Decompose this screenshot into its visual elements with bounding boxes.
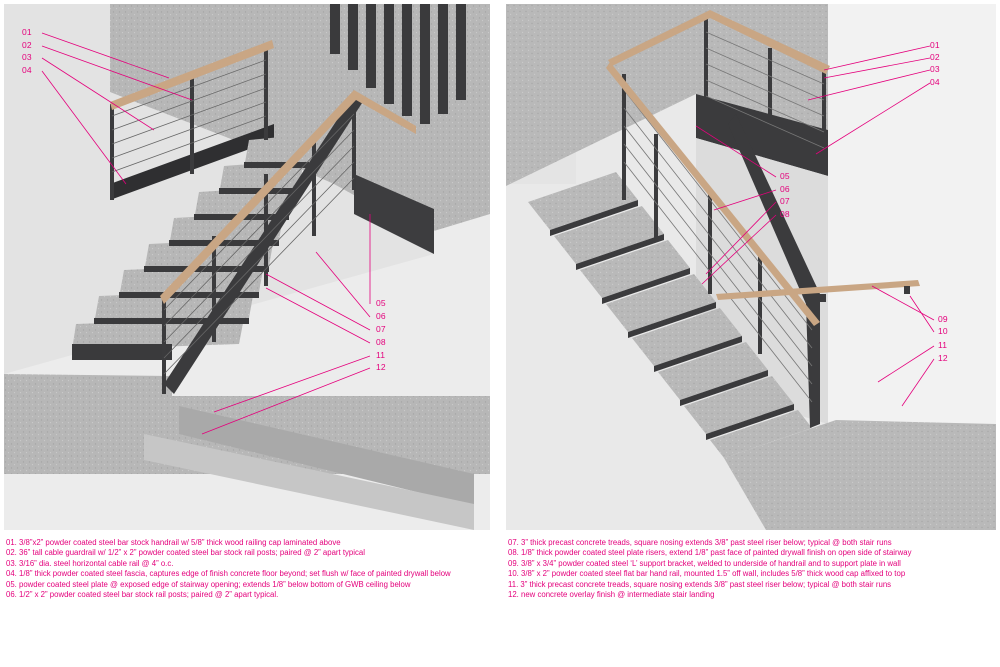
steel-plate-opening — [354, 174, 434, 254]
note-08: 08. 1/8” thick powder coated steel plate… — [508, 548, 912, 558]
upper-floor-slab-right — [506, 4, 828, 186]
callout-07: 07 — [780, 196, 790, 206]
wood-railing-cap-top-right — [608, 10, 830, 74]
callout-04: 04 — [930, 77, 940, 87]
note-03: 03. 3/16” dia. steel horizontal cable ra… — [6, 558, 174, 568]
note-10: 10. 3/8” x 2” powder coated steel flat b… — [508, 569, 906, 579]
upper-floor-slab — [110, 4, 490, 234]
landing-slab-right — [724, 420, 996, 530]
callout-12: 12 — [938, 353, 948, 363]
callout-08: 08 — [376, 337, 386, 347]
callout-06: 06 — [780, 184, 790, 194]
callout-04: 04 — [22, 65, 32, 75]
stair-rendering-right: 01 02 03 04 05 06 07 08 09 10 11 12 — [506, 4, 996, 530]
stair-rendering-left: 01 02 03 04 05 06 07 08 11 12 — [4, 4, 490, 530]
callout-11: 11 — [938, 340, 947, 350]
note-11: 11. 3” thick precast concrete treads, sq… — [508, 579, 892, 589]
wood-railing-cap-upper — [110, 40, 274, 110]
note-07: 07. 3” thick precast concrete treads, sq… — [508, 538, 892, 547]
note-06: 06. 1/2” x 2” powder coated steel bar st… — [6, 590, 279, 600]
callout-02: 02 — [930, 52, 940, 62]
note-02: 02. 36” tall cable guardrail w/ 1/2” x 2… — [6, 548, 365, 558]
support-brackets — [820, 286, 910, 302]
wood-railing-cap-stair-right — [606, 62, 820, 326]
top-guardrail-right — [704, 16, 826, 174]
note-12: 12. new concrete overlay finish @ interm… — [508, 590, 715, 600]
stair-rendering-right-svg: 01 02 03 04 05 06 07 08 09 10 11 12 — [506, 4, 996, 530]
callout-02: 02 — [22, 40, 32, 50]
notes-list-right: 07. 3” thick precast concrete treads, sq… — [508, 538, 996, 600]
stair-run-lower — [144, 406, 474, 530]
callout-01: 01 — [22, 27, 32, 37]
note-05: 05. powder coated steel plate @ exposed … — [6, 579, 411, 589]
callout-07: 07 — [376, 324, 386, 334]
callout-08: 08 — [780, 209, 790, 219]
note-04: 04. 1/8” thick powder coated steel fasci… — [6, 569, 451, 579]
note-01: 01. 3/8”x2” powder coated steel bar stoc… — [6, 538, 341, 547]
wood-railing-cap-stair — [160, 90, 416, 304]
upper-guardrail — [110, 46, 268, 200]
wall-handrail — [716, 280, 920, 300]
stair-treads-right — [528, 172, 812, 458]
leader-lines-left — [41, 32, 371, 435]
stair-guardrail — [162, 98, 356, 394]
callout-06: 06 — [376, 311, 386, 321]
callout-labels-right: 01 02 03 04 05 06 07 08 09 10 11 12 — [780, 40, 948, 363]
note-09: 09. 3/8” x 3/4” powder coated steel ‘L’ … — [508, 558, 901, 568]
stair-rendering-left-svg: 01 02 03 04 05 06 07 08 11 12 — [4, 4, 490, 530]
callout-05: 05 — [780, 171, 790, 181]
callout-01: 01 — [930, 40, 940, 50]
callout-labels-left: 01 02 03 04 05 06 07 08 11 12 — [22, 27, 386, 372]
steel-fascia-right — [696, 94, 828, 176]
callout-03: 03 — [930, 64, 940, 74]
callout-05: 05 — [376, 298, 386, 308]
callout-10: 10 — [938, 326, 948, 336]
callout-12: 12 — [376, 362, 386, 372]
leader-lines-right — [695, 45, 935, 407]
vertical-louvers — [330, 4, 466, 124]
notes-list-left: 01. 3/8”x2” powder coated steel bar stoc… — [6, 538, 490, 600]
callout-09: 09 — [938, 314, 948, 324]
callout-11: 11 — [376, 350, 385, 360]
callout-03: 03 — [22, 52, 32, 62]
